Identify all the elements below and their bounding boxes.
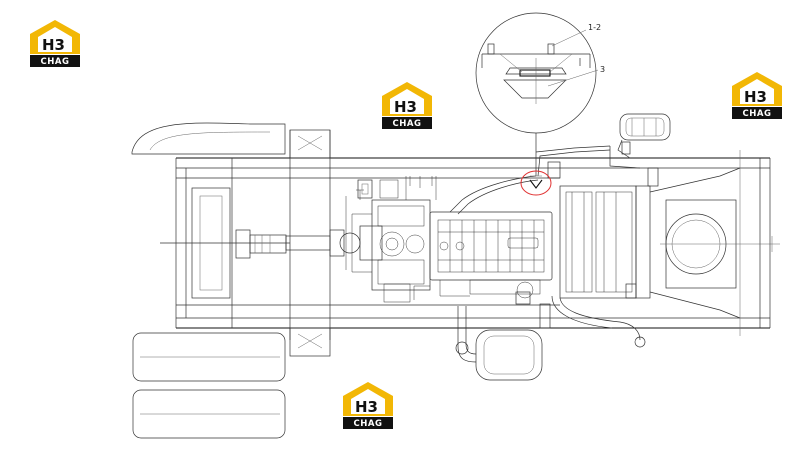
brand-logo-right: H3 CHAG	[730, 70, 784, 120]
logo-word-text: CHAG	[354, 419, 383, 429]
front-tire-bottom-1	[132, 332, 286, 382]
front-axle	[160, 187, 290, 299]
callout-label-3: 3	[600, 65, 605, 74]
brand-logo-top-left: H3 CHAG	[28, 18, 82, 68]
hoses	[449, 145, 646, 348]
logo-emblem: H3 CHAG	[30, 20, 80, 67]
logo-word-text: CHAG	[393, 119, 422, 129]
brand-logo-bottom: H3 CHAG	[341, 380, 395, 430]
highlight-circle	[520, 170, 552, 196]
logo-emblem: H3 CHAG	[732, 72, 782, 119]
bracket-mark	[529, 179, 543, 189]
logo-word-text: CHAG	[743, 109, 772, 119]
muffler	[455, 306, 543, 381]
air-cleaner	[617, 113, 671, 159]
callout-label-1-2: 1-2	[588, 23, 601, 32]
radiator-package	[559, 167, 741, 319]
logo-word-text: CHAG	[41, 57, 70, 67]
driveshaft	[285, 225, 383, 261]
detail-view	[475, 12, 597, 177]
callout-leaders	[547, 29, 599, 87]
brand-logo-center: H3 CHAG	[380, 80, 434, 130]
rear-fan	[660, 199, 780, 289]
front-tire-bottom-2	[132, 389, 286, 439]
logo-mark-text: H3	[355, 398, 378, 416]
logo-mark-text: H3	[744, 88, 767, 106]
logo-mark-text: H3	[394, 98, 417, 116]
engine-block	[413, 211, 553, 300]
logo-emblem: H3 CHAG	[382, 82, 432, 129]
frame-fittings	[357, 161, 659, 329]
logo-mark-text: H3	[42, 36, 65, 54]
front-tire-top	[131, 122, 286, 155]
logo-emblem: H3 CHAG	[343, 382, 393, 429]
